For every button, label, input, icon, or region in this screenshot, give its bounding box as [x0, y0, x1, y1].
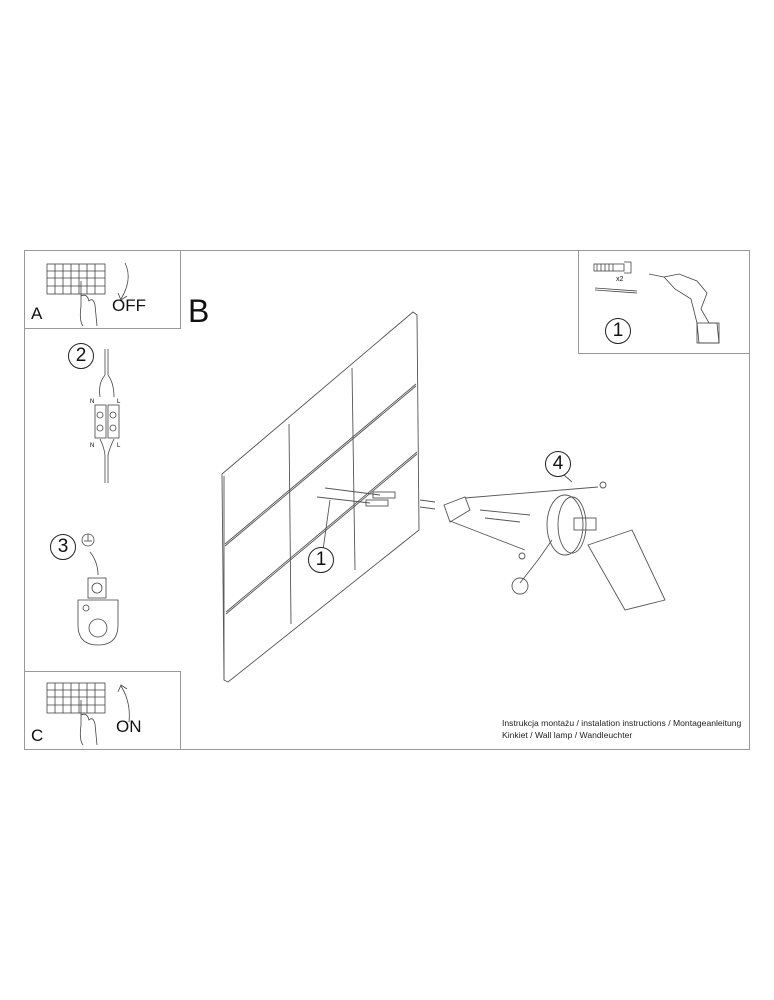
dowels-screws-drill-illustration [593, 261, 720, 344]
on-label: ON [116, 717, 142, 736]
panel-a-power-off: A OFF [24, 250, 181, 329]
breaker-hand-off-illustration [46, 262, 129, 327]
breaker-hand-on-illustration [46, 682, 130, 746]
footer-title: Instrukcja montażu / instalation instruc… [502, 718, 742, 728]
svg-text:N: N [90, 399, 94, 405]
step-number-1-wall: 1 [308, 547, 334, 573]
panel-parts-and-tools: x2 1 [578, 250, 750, 354]
svg-text:L: L [117, 443, 121, 449]
footer-caption: Instrukcja montażu / instalation instruc… [502, 717, 741, 741]
section-letter-c: C [31, 726, 44, 745]
step-number-1-parts: 1 [605, 318, 631, 344]
section-letter-a: A [31, 304, 43, 323]
step-3-ground: 3 [40, 520, 140, 650]
panel-c-power-on: C ON [24, 671, 181, 750]
svg-text:L: L [117, 399, 121, 405]
step-number-2: 2 [68, 343, 94, 369]
quantity-label: x2 [616, 276, 624, 283]
svg-text:N: N [90, 443, 94, 449]
ground-terminal-icon [77, 533, 119, 646]
footer-subtitle: Kinkiet / Wall lamp / Wandleuchter [502, 730, 633, 740]
step-number-3: 3 [50, 534, 76, 560]
step-number-4: 4 [545, 451, 571, 477]
instruction-frame [24, 250, 750, 750]
off-label: OFF [112, 296, 146, 315]
step-2-wiring: 2 N L N L [50, 335, 150, 495]
section-letter-b: B [188, 293, 210, 329]
terminal-block-icon: N L N L [90, 349, 121, 483]
